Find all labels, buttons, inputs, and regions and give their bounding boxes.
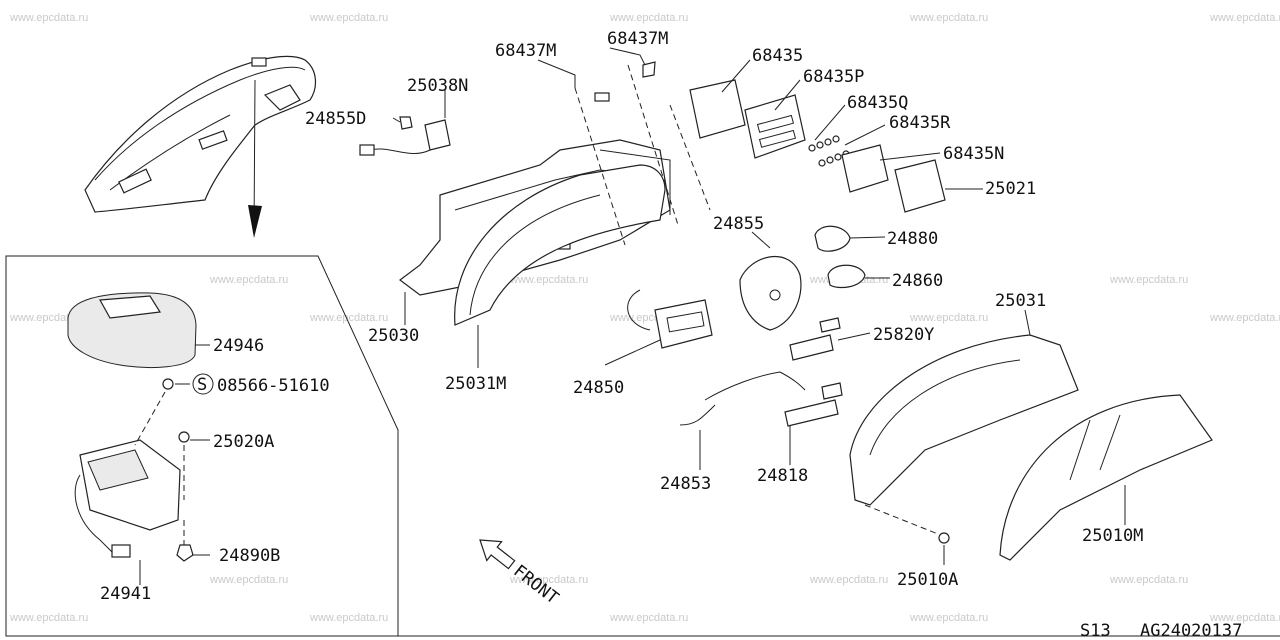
watermark: www.epcdata.ru xyxy=(9,612,88,624)
callout-68437m[interactable]: 68437M xyxy=(607,29,668,49)
front-indicator: FRONT xyxy=(479,539,562,609)
alignment-line xyxy=(669,104,711,211)
watermarks: www.epcdata.ru www.epcdata.ru www.epcdat… xyxy=(9,12,1280,624)
part-68435p-drawing xyxy=(744,94,806,159)
watermark: www.epcdata.ru xyxy=(309,312,388,324)
part-24941-drawing xyxy=(74,378,194,562)
watermark: www.epcdata.ru xyxy=(909,612,988,624)
callout-24853[interactable]: 24853 xyxy=(660,474,711,494)
part-68435q-drawing xyxy=(808,135,840,152)
callout-24880[interactable]: 24880 xyxy=(887,229,938,249)
callout-25031m[interactable]: 25031M xyxy=(445,374,506,394)
part-24855-drawing xyxy=(739,256,802,331)
watermark: www.epcdata.ru xyxy=(1209,312,1280,324)
watermark: www.epcdata.ru xyxy=(509,274,588,286)
watermark: www.epcdata.ru xyxy=(509,574,588,586)
watermark: www.epcdata.ru xyxy=(909,12,988,24)
part-25031-drawing xyxy=(849,334,1079,506)
callout-25010a[interactable]: 25010A xyxy=(897,570,958,590)
callout-25020a[interactable]: 25020A xyxy=(213,432,274,452)
callout-25021[interactable]: 25021 xyxy=(985,179,1036,199)
callout-68435q[interactable]: 68435Q xyxy=(847,93,908,113)
part-68435-drawing xyxy=(689,79,746,139)
leader-lines xyxy=(139,47,1126,585)
callout-68435r[interactable]: 68435R xyxy=(889,113,951,133)
callout-25031[interactable]: 25031 xyxy=(995,291,1046,311)
watermark: www.epcdata.ru xyxy=(909,312,988,324)
watermark: www.epcdata.ru xyxy=(1109,574,1188,586)
watermark: www.epcdata.ru xyxy=(209,274,288,286)
callout-68435[interactable]: 68435 xyxy=(752,46,803,66)
callout-24850[interactable]: 24850 xyxy=(573,378,624,398)
watermark: www.epcdata.ru xyxy=(1209,612,1280,624)
watermark: www.epcdata.ru xyxy=(809,574,888,586)
watermark: www.epcdata.ru xyxy=(609,612,688,624)
callout-24860[interactable]: 24860 xyxy=(892,271,943,291)
callout-24818[interactable]: 24818 xyxy=(757,466,808,486)
dashboard-overview-drawing xyxy=(84,55,316,238)
alignment-line xyxy=(574,87,626,246)
part-24860-drawing xyxy=(827,264,866,289)
callout-08566-51610[interactable]: 08566-51610 xyxy=(217,376,330,396)
callout-24855d[interactable]: 24855D xyxy=(305,109,366,129)
callout-68435p[interactable]: 68435P xyxy=(803,67,864,87)
part-24880-drawing xyxy=(814,225,851,252)
part-25820y-drawing xyxy=(789,317,841,361)
detail-inset-frame xyxy=(5,255,399,637)
callout-24946[interactable]: 24946 xyxy=(213,336,264,356)
part-25038n-drawing xyxy=(359,116,451,156)
callout-labels: 68437M 68437M 68435 68435P 68435Q 68435R… xyxy=(100,29,1143,604)
watermark: www.epcdata.ru xyxy=(309,12,388,24)
watermark: www.epcdata.ru xyxy=(9,12,88,24)
part-24818-drawing xyxy=(784,382,843,427)
standard-part-symbol-letter: S xyxy=(197,375,207,395)
watermark: www.epcdata.ru xyxy=(609,12,688,24)
sheet-code: S13 xyxy=(1080,621,1111,640)
callout-24855[interactable]: 24855 xyxy=(713,214,764,234)
callout-24941[interactable]: 24941 xyxy=(100,584,151,604)
callout-68435n[interactable]: 68435N xyxy=(943,144,1004,164)
watermark: www.epcdata.ru xyxy=(209,574,288,586)
part-68437m-drawing xyxy=(594,61,656,102)
callout-25010m[interactable]: 25010M xyxy=(1082,526,1143,546)
callout-25030[interactable]: 25030 xyxy=(368,326,419,346)
part-25010m-drawing xyxy=(999,394,1213,561)
part-25021-drawing xyxy=(894,159,946,213)
watermark: www.epcdata.ru xyxy=(1109,274,1188,286)
callout-68437m[interactable]: 68437M xyxy=(495,41,556,61)
part-24853-drawing xyxy=(679,371,806,426)
part-25010a-drawing xyxy=(864,504,950,544)
alignment-line xyxy=(627,64,679,226)
part-24850-drawing xyxy=(627,289,713,349)
standard-part-symbol: S xyxy=(192,373,214,395)
callout-25820y[interactable]: 25820Y xyxy=(873,325,934,345)
callout-25038n[interactable]: 25038N xyxy=(407,76,468,96)
drawing-number: AG24020137 xyxy=(1140,621,1242,640)
callout-24890b[interactable]: 24890B xyxy=(219,546,280,566)
part-24946-drawing xyxy=(67,292,197,369)
watermark: www.epcdata.ru xyxy=(1209,12,1280,24)
watermark: www.epcdata.ru xyxy=(309,612,388,624)
part-68435n-drawing xyxy=(841,144,889,193)
